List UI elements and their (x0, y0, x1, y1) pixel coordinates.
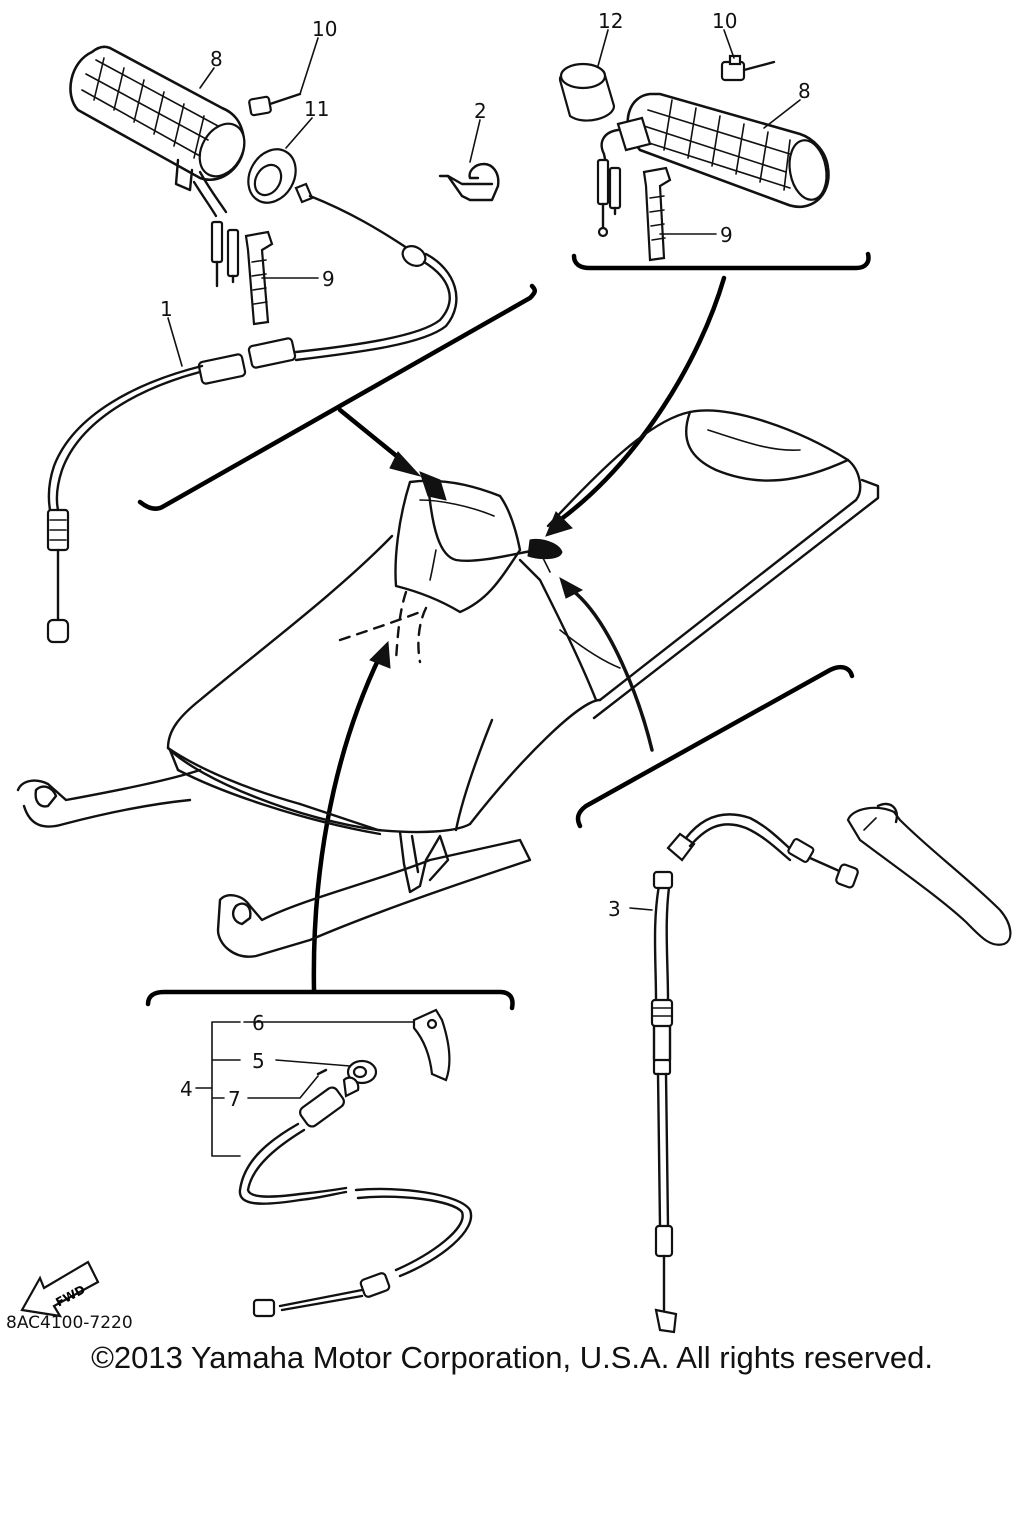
callout-12: 12 (598, 9, 623, 33)
left-grip-connectors (210, 220, 240, 288)
callout-9-left: 9 (322, 267, 335, 291)
snowmobile-illustration (16, 409, 880, 958)
throttle-collar (247, 148, 297, 204)
cable-hook (438, 162, 500, 202)
left-grip-group (46, 45, 458, 644)
callout-3: 3 (608, 897, 621, 921)
group-brackets (137, 251, 871, 1011)
callout-11: 11 (304, 97, 329, 121)
callout-8-right: 8 (798, 79, 811, 103)
callout-6: 6 (252, 1011, 265, 1035)
callout-7: 7 (228, 1087, 241, 1111)
callout-8-left: 8 (210, 47, 223, 71)
right-screw (720, 54, 776, 82)
right-grip-group (558, 54, 830, 262)
grip-end-cap (558, 62, 616, 122)
forward-direction-arrow: FWD (20, 1260, 100, 1318)
callout-5: 5 (252, 1049, 265, 1073)
throttle-cable (46, 182, 458, 644)
left-cable-tie (244, 230, 274, 326)
callouts: 10 8 11 2 9 1 12 10 8 9 3 6 5 4 7 (160, 9, 811, 1111)
callout-4: 4 (180, 1077, 193, 1101)
callout-10-left: 10 (312, 17, 337, 41)
left-handlebar-grip (69, 45, 246, 218)
diagram-code: 8AC4100-7220 (6, 1313, 133, 1333)
copyright-notice: ©2013 Yamaha Motor Corporation, U.S.A. A… (91, 1340, 933, 1375)
right-cable-tie (642, 166, 672, 262)
right-handlebar-grip (600, 92, 830, 209)
callout-2: 2 (474, 99, 487, 123)
callout-10-right: 10 (712, 9, 737, 33)
callout-1: 1 (160, 297, 173, 321)
callout-9-right: 9 (720, 223, 733, 247)
brake-lever (846, 802, 1012, 946)
right-grip-connectors (596, 158, 622, 238)
brake-cable-group (650, 802, 1012, 1334)
switch-assembly-group (195, 1008, 473, 1318)
leader-lines (167, 29, 801, 1099)
left-screw (248, 92, 302, 117)
